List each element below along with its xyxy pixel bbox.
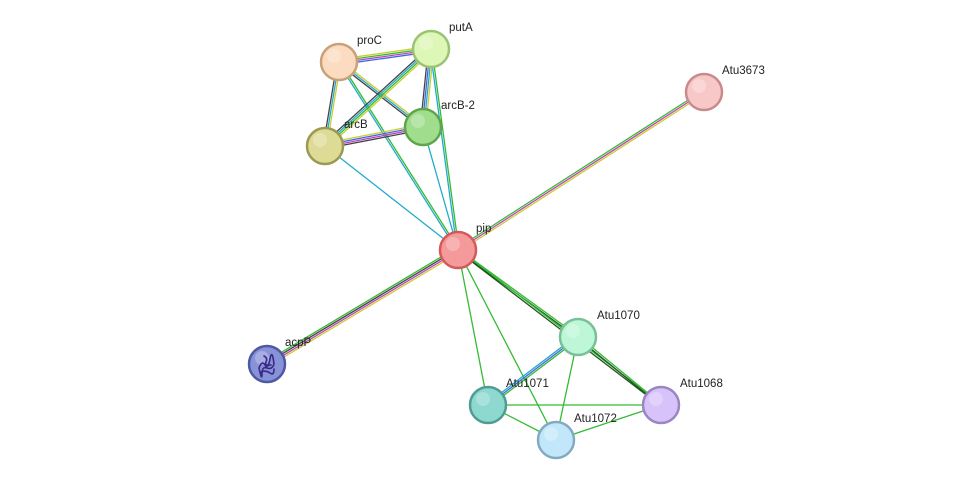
node-circle[interactable] — [305, 126, 345, 166]
node-label: acpP — [285, 337, 312, 349]
edge-evidence-strand — [267, 250, 459, 366]
edge-evidence-strand — [337, 62, 458, 251]
edge-evidence-strand — [325, 49, 433, 148]
edge-pip-arcB[interactable] — [324, 145, 459, 251]
edge-pip-Atu1071[interactable] — [457, 249, 489, 406]
edge-evidence-strand — [326, 50, 434, 149]
node-label: Atu1072 — [574, 413, 617, 425]
edge-pip-proC[interactable] — [337, 61, 460, 251]
node-highlight — [649, 392, 663, 406]
edge-evidence-strand — [458, 92, 706, 253]
node-circle[interactable] — [319, 42, 359, 82]
edge-evidence-strand — [457, 249, 557, 441]
node-highlight — [476, 392, 490, 406]
node-arcB-2[interactable]: arcB-2 — [403, 100, 475, 147]
protein-structure-icon — [258, 353, 275, 378]
node-highlight — [419, 36, 433, 50]
node-pip[interactable]: pip — [438, 223, 491, 270]
node-label: pip — [476, 223, 491, 235]
edge-pip-acpP[interactable] — [265, 247, 460, 367]
node-label: putA — [449, 22, 473, 34]
node-highlight — [566, 324, 580, 338]
edge-evidence-strand — [457, 249, 489, 406]
edge-evidence-strand — [265, 247, 457, 363]
node-Atu3673[interactable]: Atu3673 — [684, 65, 765, 112]
edge-evidence-strand — [322, 46, 430, 145]
node-circle[interactable] — [684, 72, 724, 112]
node-proC[interactable]: proC — [319, 35, 382, 82]
edge-pip-putA[interactable] — [429, 48, 460, 251]
node-Atu1071[interactable]: Atu1071 — [468, 378, 549, 425]
node-circle[interactable] — [536, 420, 576, 460]
edge-evidence-strand — [456, 89, 704, 250]
edge-evidence-strand — [268, 251, 460, 367]
node-label: Atu1070 — [597, 310, 640, 322]
node-acpP[interactable]: acpP — [247, 337, 312, 384]
node-label: arcB — [344, 119, 368, 131]
node-circle[interactable] — [641, 385, 681, 425]
node-circle[interactable] — [438, 230, 478, 270]
edges-layer — [265, 45, 706, 441]
nodes-layer: pip proC putA arcB arcB-2 Atu3673 acpP Atu1070A… — [247, 22, 765, 460]
edge-evidence-strand — [266, 248, 458, 364]
node-highlight — [313, 133, 327, 147]
node-circle[interactable] — [558, 317, 598, 357]
node-highlight — [327, 49, 341, 63]
node-putA[interactable]: putA — [411, 22, 473, 69]
node-Atu1072[interactable]: Atu1072 — [536, 413, 617, 460]
node-label: Atu1071 — [506, 378, 549, 390]
edge-pip-arcB-2[interactable] — [422, 126, 459, 251]
edge-evidence-strand — [429, 49, 458, 251]
edge-evidence-strand — [457, 250, 661, 407]
node-highlight — [411, 114, 425, 128]
edge-evidence-strand — [339, 61, 460, 250]
node-highlight — [446, 237, 460, 251]
node-Atu1068[interactable]: Atu1068 — [641, 378, 723, 425]
edge-evidence-strand — [457, 91, 705, 251]
node-circle[interactable] — [411, 29, 451, 69]
node-label: arcB-2 — [441, 100, 475, 112]
node-arcB[interactable]: arcB — [305, 119, 368, 166]
node-label: proC — [357, 35, 382, 47]
node-label: Atu1068 — [680, 378, 723, 390]
edge-pip-Atu1072[interactable] — [457, 249, 557, 441]
edge-pip-Atu3673[interactable] — [456, 89, 706, 253]
edge-evidence-strand — [431, 48, 460, 250]
edge-putA-arcB[interactable] — [322, 46, 434, 149]
node-circle[interactable] — [468, 385, 508, 425]
node-highlight — [692, 79, 706, 93]
edge-evidence-strand — [323, 47, 431, 146]
node-circle[interactable] — [247, 344, 287, 384]
edge-evidence-strand — [422, 126, 459, 251]
edge-evidence-strand — [324, 145, 459, 251]
node-circle[interactable] — [403, 107, 443, 147]
node-Atu1070[interactable]: Atu1070 — [558, 310, 640, 357]
node-highlight — [544, 427, 558, 441]
node-label: Atu3673 — [722, 65, 765, 77]
